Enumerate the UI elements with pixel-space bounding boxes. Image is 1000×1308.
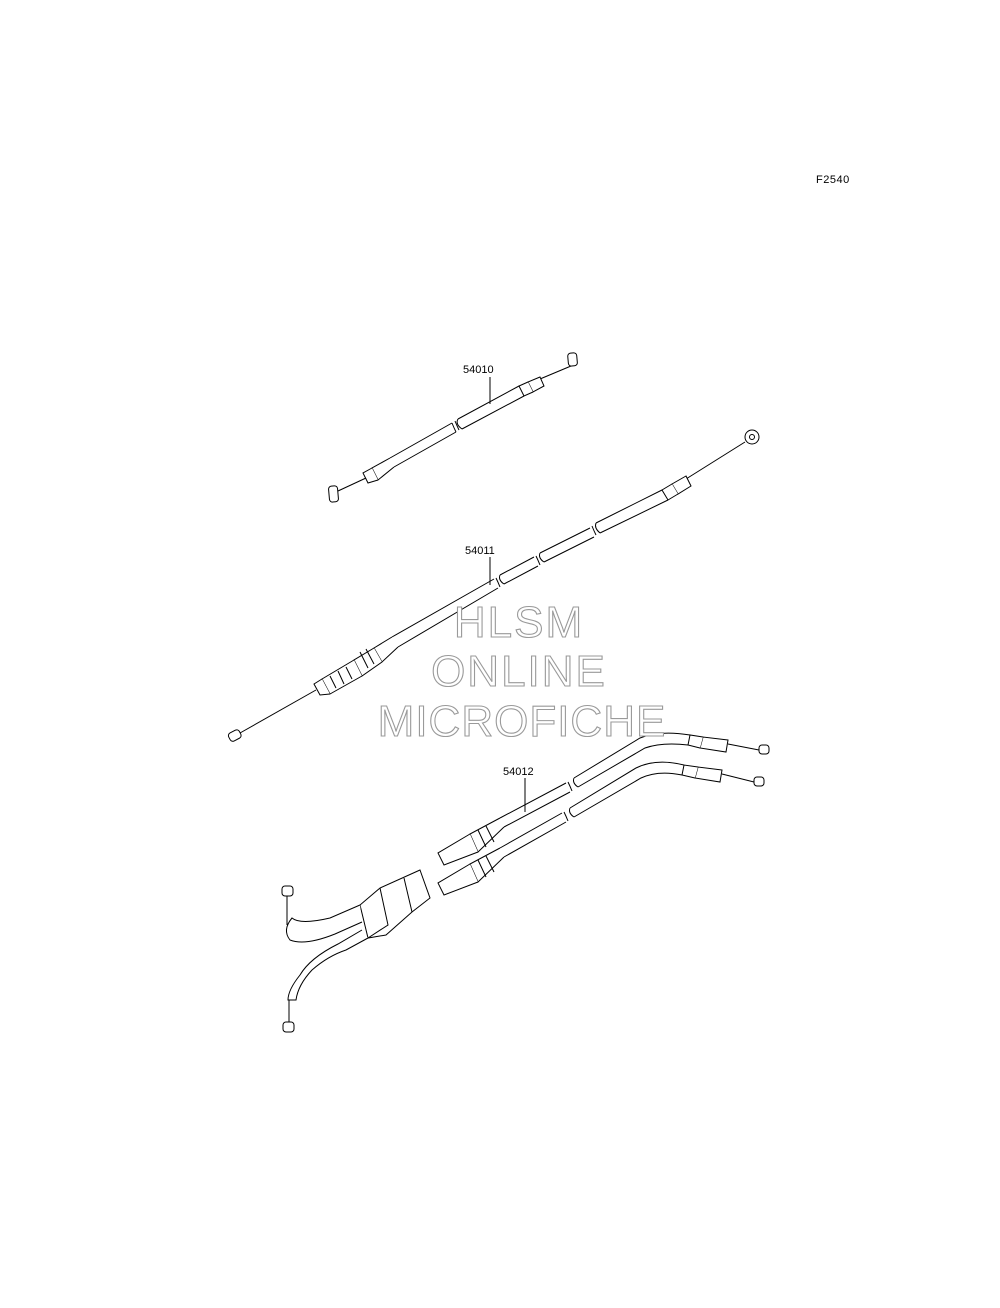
cable-set-54012 [282, 733, 769, 1032]
part-number-54012: 54012 [503, 766, 534, 778]
cable-54010 [328, 353, 577, 503]
watermark-line-1: HLSM [453, 597, 585, 647]
watermark-line-3: MICROFICHE [377, 696, 667, 746]
part-number-54010: 54010 [463, 364, 494, 376]
cable-54011 [227, 430, 759, 742]
figure-code: F2540 [816, 174, 850, 186]
part-number-54011: 54011 [465, 545, 495, 557]
watermark-line-2: ONLINE [431, 646, 607, 696]
